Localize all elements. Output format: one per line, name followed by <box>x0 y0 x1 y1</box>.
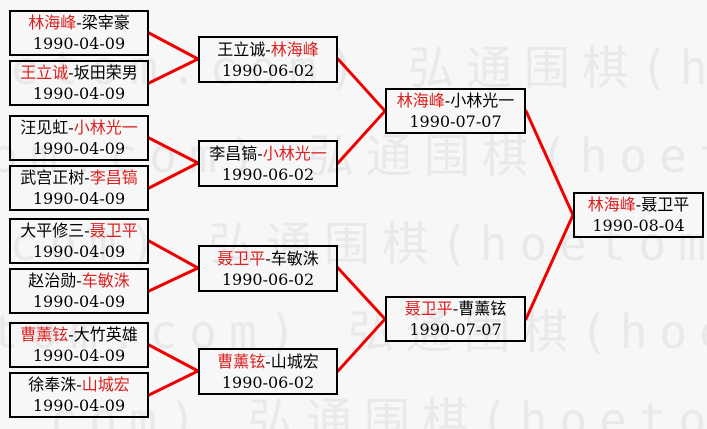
match-players: 汪见虹-小林光一 <box>20 117 137 138</box>
match-players: 林海峰-小林光一 <box>397 90 514 111</box>
player-1-name: 曹薰铉 <box>20 325 69 344</box>
match-players: 王立诚-林海峰 <box>217 39 318 60</box>
player-1-name: 武宫正树 <box>20 168 85 187</box>
match-box-final: 林海峰-聂卫平 1990-08-04 <box>573 192 704 238</box>
player-2-name: 聂卫平 <box>641 195 690 214</box>
player-1-name: 林海峰 <box>28 13 77 32</box>
match-date: 1990-08-04 <box>592 216 685 235</box>
vs-dash: - <box>635 195 642 214</box>
match-date: 1990-07-07 <box>409 112 502 131</box>
player-2-name: 车敏洙 <box>270 248 319 268</box>
match-date: 1990-04-09 <box>32 84 126 103</box>
player-1-name: 赵治勋 <box>28 271 77 290</box>
vs-dash: - <box>265 248 271 268</box>
match-box-r1-5: 大平修三-聂卫平 1990-04-09 <box>9 218 149 264</box>
match-box-sf-2: 聂卫平-曹薰铉 1990-07-07 <box>385 296 526 342</box>
player-2-name: 山城宏 <box>81 375 130 394</box>
match-players: 曹薰铉-大竹英雄 <box>20 324 137 345</box>
player-2-name: 梁宰豪 <box>81 13 130 32</box>
match-players: 王立诚-坂田荣男 <box>20 62 137 83</box>
match-box-r2-1: 王立诚-林海峰 1990-06-02 <box>198 36 338 83</box>
player-2-name: 车敏洙 <box>81 271 130 290</box>
match-date: 1990-06-02 <box>221 164 315 184</box>
vs-dash: - <box>68 63 74 82</box>
player-1-name: 曹薰铉 <box>217 351 266 371</box>
match-players: 李昌镐-小林光一 <box>209 143 326 164</box>
vs-dash: - <box>76 13 82 32</box>
player-1-name: 林海峰 <box>587 195 636 214</box>
match-date: 1990-06-02 <box>221 372 315 392</box>
match-players: 徐奉洙-山城宏 <box>28 374 129 395</box>
player-2-name: 山城宏 <box>270 351 319 371</box>
vs-dash: - <box>84 168 90 187</box>
player-2-name: 坂田荣男 <box>73 63 138 82</box>
match-players: 林海峰-聂卫平 <box>588 194 689 215</box>
player-1-name: 王立诚 <box>217 39 266 59</box>
match-players: 赵治勋-车敏洙 <box>28 270 129 291</box>
vs-dash: - <box>76 271 82 290</box>
vs-dash: - <box>84 221 90 240</box>
match-date: 1990-07-07 <box>409 320 502 339</box>
match-date: 1990-06-02 <box>221 60 315 80</box>
match-box-r1-2: 王立诚-坂田荣男 1990-04-09 <box>9 60 149 106</box>
match-box-r2-2: 李昌镐-小林光一 1990-06-02 <box>198 140 338 187</box>
player-2-name: 小林光一 <box>450 91 515 110</box>
match-box-r1-7: 曹薰铉-大竹英雄 1990-04-09 <box>9 322 149 368</box>
match-date: 1990-04-09 <box>32 396 126 415</box>
vs-dash: - <box>68 325 74 344</box>
match-box-r1-8: 徐奉洙-山城宏 1990-04-09 <box>9 372 149 418</box>
match-date: 1990-04-09 <box>32 34 126 53</box>
match-date: 1990-04-09 <box>32 189 126 208</box>
player-2-name: 李昌镐 <box>89 168 138 187</box>
vs-dash: - <box>68 118 74 137</box>
match-date: 1990-04-09 <box>32 139 126 158</box>
player-1-name: 聂卫平 <box>217 248 266 268</box>
vs-dash: - <box>452 299 459 318</box>
vs-dash: - <box>257 143 263 163</box>
player-1-name: 徐奉洙 <box>28 375 77 394</box>
player-1-name: 林海峰 <box>396 91 445 110</box>
match-date: 1990-04-09 <box>32 292 126 311</box>
player-1-name: 聂卫平 <box>404 299 453 318</box>
match-players: 武宫正树-李昌镐 <box>20 167 137 188</box>
watermark-text: 弘通围棋(hoetom.com) 弘通围棋(hoetom.com) 弘通围棋(h… <box>0 393 707 429</box>
player-1-name: 王立诚 <box>20 63 69 82</box>
player-1-name: 大平修三 <box>20 221 85 240</box>
player-2-name: 小林光一 <box>262 143 327 163</box>
match-box-r1-4: 武宫正树-李昌镐 1990-04-09 <box>9 165 149 211</box>
match-players: 曹薰铉-山城宏 <box>217 351 318 372</box>
match-date: 1990-04-09 <box>32 346 126 365</box>
match-players: 聂卫平-曹薰铉 <box>405 298 506 319</box>
match-box-sf-1: 林海峰-小林光一 1990-07-07 <box>385 88 526 134</box>
match-players: 聂卫平-车敏洙 <box>217 248 318 269</box>
player-1-name: 汪见虹 <box>20 118 69 137</box>
match-date: 1990-06-02 <box>221 269 315 289</box>
match-box-r2-3: 聂卫平-车敏洙 1990-06-02 <box>198 245 338 292</box>
player-2-name: 林海峰 <box>270 39 319 59</box>
vs-dash: - <box>265 351 271 371</box>
match-players: 林海峰-梁宰豪 <box>28 12 129 33</box>
match-box-r1-1: 林海峰-梁宰豪 1990-04-09 <box>9 10 149 56</box>
match-date: 1990-04-09 <box>32 242 126 261</box>
vs-dash: - <box>76 375 82 394</box>
match-box-r1-6: 赵治勋-车敏洙 1990-04-09 <box>9 268 149 314</box>
match-players: 大平修三-聂卫平 <box>20 220 137 241</box>
vs-dash: - <box>265 39 271 59</box>
match-box-r2-4: 曹薰铉-山城宏 1990-06-02 <box>198 348 338 395</box>
match-box-r1-3: 汪见虹-小林光一 1990-04-09 <box>9 115 149 161</box>
player-1-name: 李昌镐 <box>209 143 258 163</box>
vs-dash: - <box>444 91 451 110</box>
player-2-name: 聂卫平 <box>89 221 138 240</box>
player-2-name: 大竹英雄 <box>73 325 138 344</box>
player-2-name: 曹薰铉 <box>458 299 507 318</box>
player-2-name: 小林光一 <box>73 118 138 137</box>
